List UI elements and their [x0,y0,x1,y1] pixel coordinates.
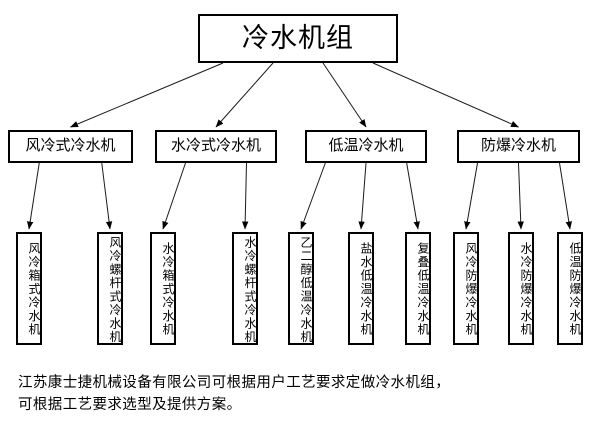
node-leaf-cascade-low-temperature-label: 复叠低温冷水机 [416,242,430,337]
node-leaf-air-cooled-box-type-label: 风冷箱式冷水机 [27,242,41,337]
node-leaf-water-cooled-box-type[interactable]: 水冷箱式冷水机 [150,232,176,345]
connector-category-3-to-leaf-9 [559,162,572,230]
node-category-low-temperature-label: 低温冷水机 [328,137,404,154]
connector-root-to-category-1 [215,62,274,128]
node-leaf-water-cooled-box-type-label: 水冷箱式冷水机 [161,242,175,337]
node-leaf-water-cooled-screw-type[interactable]: 水冷螺杆式冷水机 [232,232,258,345]
node-leaf-low-temperature-explosion-proof[interactable]: 低温防爆冷水机 [557,232,583,345]
connector-category-2-to-leaf-5 [358,162,367,230]
node-category-air-cooled-label: 风冷式冷水机 [25,137,116,154]
connector-category-2-to-leaf-6 [406,162,420,230]
footer-note: 江苏康士捷机械设备有限公司可根据用户工艺要求定做冷水机组， 可根据工艺要求选型及… [18,372,588,417]
node-leaf-brine-low-temperature-label: 盐水低温冷水机 [359,242,373,337]
node-root-chiller-unit[interactable]: 冷水机组 [198,14,398,63]
connector-category-1-to-leaf-3 [241,162,249,230]
node-leaf-low-temperature-explosion-proof-label: 低温防爆冷水机 [568,242,582,337]
connector-root-to-category-3 [372,62,519,128]
node-category-explosion-proof-label: 防爆冷水机 [480,137,556,154]
node-leaf-water-cooled-explosion-proof-label: 水冷防爆冷水机 [519,242,533,337]
node-leaf-air-cooled-box-type[interactable]: 风冷箱式冷水机 [16,232,42,345]
footer-note-line-2: 可根据工艺要求选型及提供方案。 [18,397,242,414]
footer-note-line-1: 江苏康士捷机械设备有限公司可根据用户工艺要求定做冷水机组， [18,375,451,391]
connector-category-3-to-leaf-7 [464,162,478,230]
node-category-explosion-proof[interactable]: 防爆冷水机 [457,130,580,163]
connector-category-3-to-leaf-8 [517,162,524,230]
node-leaf-air-cooled-explosion-proof[interactable]: 风冷防爆冷水机 [453,232,479,345]
connector-category-2-to-leaf-4 [300,162,326,230]
connector-category-0-to-leaf-1 [101,162,113,230]
node-leaf-water-cooled-explosion-proof[interactable]: 水冷防爆冷水机 [508,232,534,345]
connector-category-1-to-leaf-2 [162,162,186,230]
node-root-label: 冷水机组 [242,23,354,54]
connector-category-0-to-leaf-0 [26,162,40,230]
node-leaf-brine-low-temperature[interactable]: 盐水低温冷水机 [348,232,374,345]
node-leaf-glycol-low-temperature[interactable]: 乙二醇低温冷水机 [288,232,314,345]
connector-root-to-category-2 [322,62,367,128]
node-leaf-glycol-low-temperature-label: 乙二醇低温冷水机 [299,235,313,344]
node-category-water-cooled[interactable]: 水冷式冷水机 [155,130,277,163]
node-leaf-water-cooled-screw-type-label: 水冷螺杆式冷水机 [243,235,257,344]
node-leaf-air-cooled-screw-type[interactable]: 风冷螺杆式冷水机 [97,232,123,345]
node-category-air-cooled[interactable]: 风冷式冷水机 [8,130,133,163]
connectors [26,62,572,230]
connector-root-to-category-0 [70,62,224,128]
node-leaf-air-cooled-explosion-proof-label: 风冷防爆冷水机 [464,242,478,337]
node-category-water-cooled-label: 水冷式冷水机 [170,137,261,154]
node-category-low-temperature[interactable]: 低温冷水机 [305,130,427,163]
node-leaf-air-cooled-screw-type-label: 风冷螺杆式冷水机 [108,235,122,344]
node-leaf-cascade-low-temperature[interactable]: 复叠低温冷水机 [405,232,431,345]
